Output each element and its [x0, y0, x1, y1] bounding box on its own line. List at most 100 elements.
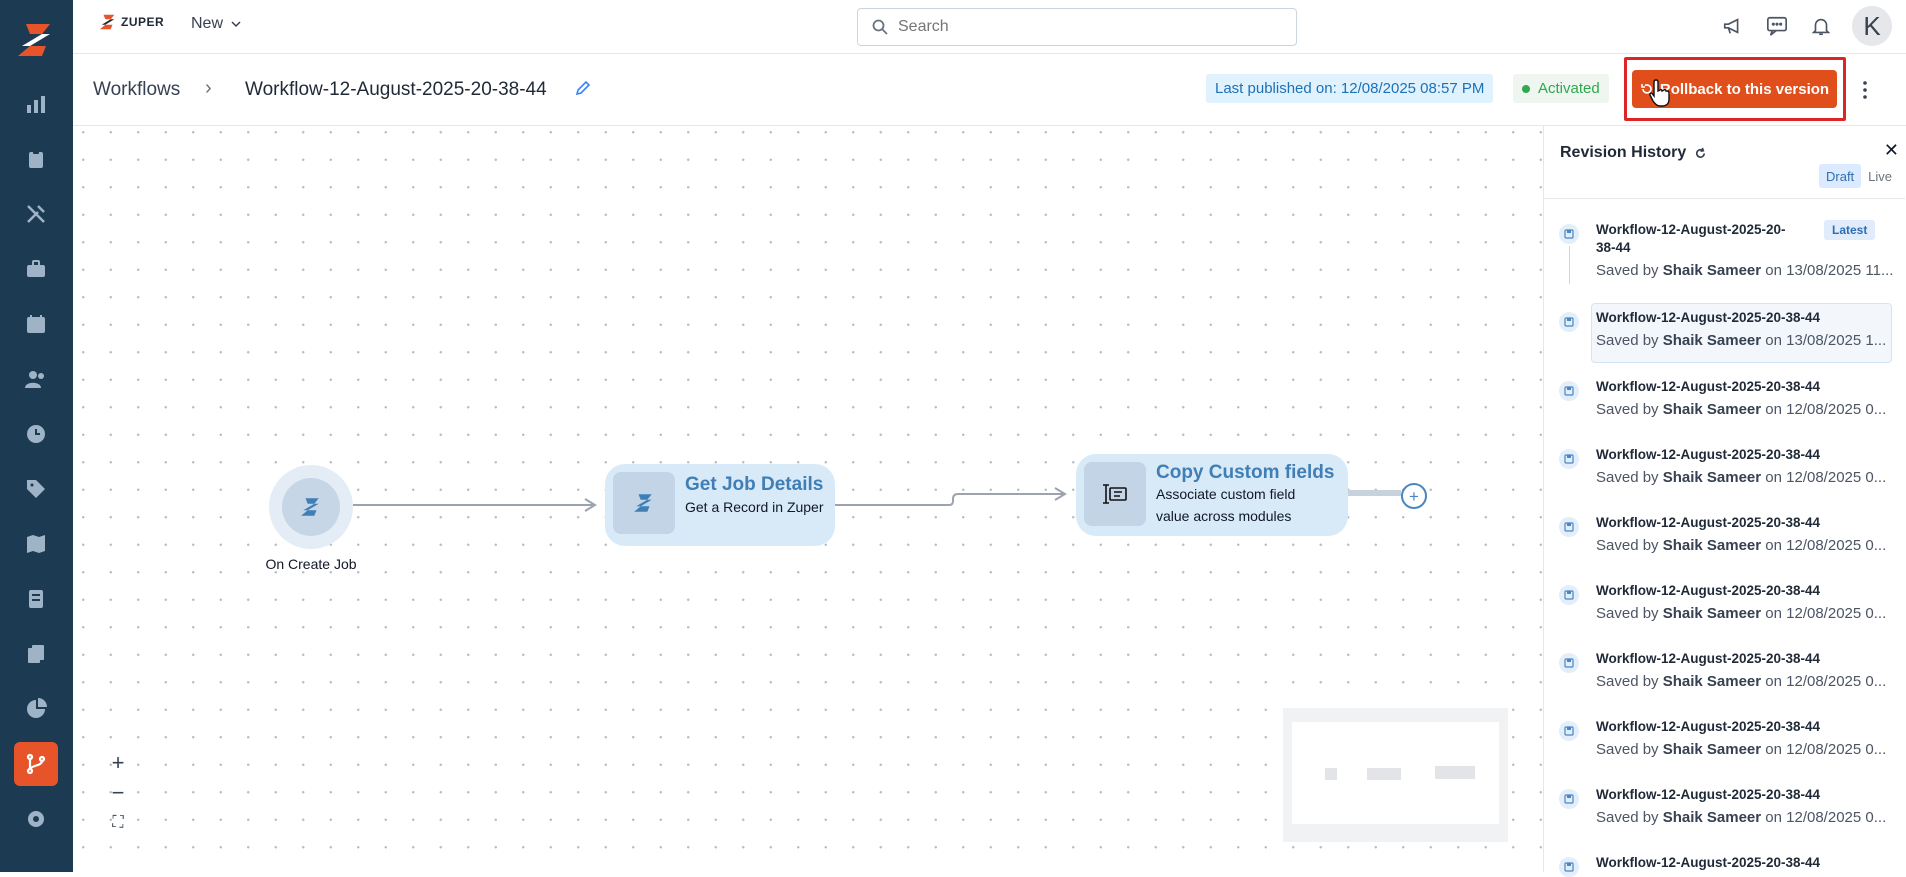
nav-users-icon[interactable] — [14, 357, 58, 401]
revision-item[interactable]: Workflow-12-August-2025-20-38-44 Saved b… — [1544, 583, 1906, 633]
megaphone-icon[interactable] — [1720, 13, 1746, 39]
status-dot — [1522, 84, 1530, 93]
revision-history-panel: Revision History ✕ Draft Live Workflow-1… — [1543, 126, 1906, 877]
highlight-frame — [1624, 57, 1846, 121]
tab-draft[interactable]: Draft — [1819, 164, 1862, 188]
new-menu-button[interactable]: New — [191, 15, 241, 33]
revision-item[interactable]: Workflow-12-August-2025-20- 38-44 Latest… — [1544, 220, 1906, 282]
revision-item[interactable]: Workflow-12-August-2025-20-38-44 — [1544, 855, 1906, 877]
top-bar: ZUPER New K — [73, 0, 1906, 54]
nav-documents-icon[interactable] — [14, 632, 58, 676]
revision-item-selected[interactable]: Workflow-12-August-2025-20-38-44 Saved b… — [1544, 303, 1906, 363]
revision-title: Workflow-12-August-2025-20-38-44 — [1596, 855, 1821, 870]
user-avatar[interactable]: K — [1852, 6, 1892, 46]
nav-calendar-icon[interactable] — [14, 302, 58, 346]
revision-date: on 12/08/2025 0... — [1761, 673, 1887, 690]
revision-meta: Saved by Shaik Sameer on 12/08/2025 0... — [1596, 605, 1886, 622]
nav-dashboard-icon[interactable] — [14, 82, 58, 126]
connectors — [353, 487, 1401, 512]
revision-date: on 13/08/2025 11... — [1761, 262, 1894, 279]
more-vertical-icon[interactable] — [1862, 80, 1868, 100]
nav-map-icon[interactable] — [14, 522, 58, 566]
revision-meta: Saved by Shaik Sameer on 12/08/2025 0... — [1596, 469, 1886, 486]
revision-item[interactable]: Workflow-12-August-2025-20-38-44 Saved b… — [1544, 787, 1906, 837]
revision-item[interactable]: Workflow-12-August-2025-20-38-44 Saved b… — [1544, 447, 1906, 497]
save-icon — [1559, 857, 1579, 877]
breadcrumb-current: Workflow-12-August-2025-20-38-44 — [245, 79, 547, 100]
minimap[interactable] — [1283, 708, 1508, 842]
divider — [1544, 198, 1905, 199]
revision-user: Shaik Sameer — [1662, 262, 1762, 279]
published-badge: Last published on: 12/08/2025 08:57 PM — [1206, 74, 1494, 103]
revision-date: on 12/08/2025 0... — [1761, 741, 1887, 758]
pencil-icon[interactable] — [575, 80, 591, 96]
revision-item[interactable]: Workflow-12-August-2025-20-38-44 Saved b… — [1544, 719, 1906, 769]
save-icon — [1559, 653, 1579, 673]
saved-by-text: Saved by — [1596, 673, 1663, 690]
search-box[interactable] — [857, 8, 1297, 46]
save-icon — [1559, 312, 1579, 332]
saved-by-text: Saved by — [1596, 332, 1663, 349]
history-icon — [1641, 84, 1652, 94]
search-input[interactable] — [898, 18, 1278, 36]
new-label: New — [191, 15, 224, 32]
published-text: Last published on: 12/08/2025 08:57 PM — [1215, 80, 1485, 97]
revision-date: on 12/08/2025 0... — [1761, 469, 1887, 486]
brand-name: ZUPER — [121, 15, 165, 29]
status-badge: Activated — [1513, 74, 1609, 103]
saved-by-text: Saved by — [1596, 262, 1663, 279]
trigger-label: On Create Job — [265, 556, 357, 572]
nav-reports-icon[interactable] — [14, 687, 58, 731]
revision-date: on 13/08/2025 1... — [1761, 332, 1887, 349]
zuper-logo-icon[interactable] — [16, 20, 56, 60]
nav-tag-icon[interactable] — [14, 467, 58, 511]
revision-item[interactable]: Workflow-12-August-2025-20-38-44 Saved b… — [1544, 515, 1906, 565]
trigger-node[interactable] — [269, 465, 353, 549]
panel-title: Revision History — [1560, 144, 1687, 161]
refresh-icon[interactable] — [1694, 147, 1707, 160]
save-icon — [1559, 789, 1579, 809]
nav-timesheet-icon[interactable] — [14, 412, 58, 456]
nav-invoice-icon[interactable] — [14, 577, 58, 621]
nav-tools-icon[interactable] — [14, 192, 58, 236]
revision-user: Shaik Sameer — [1662, 401, 1762, 418]
status-text: Activated — [1538, 80, 1600, 97]
revision-item[interactable]: Workflow-12-August-2025-20-38-44 Saved b… — [1544, 651, 1906, 701]
text-field-icon — [1103, 484, 1127, 504]
revision-title-line2: 38-44 — [1596, 240, 1631, 255]
panel-header: Revision History — [1560, 144, 1707, 162]
nav-settings-icon[interactable] — [14, 797, 58, 841]
revision-meta: Saved by Shaik Sameer on 12/08/2025 0... — [1596, 537, 1886, 554]
rollback-label: Rollback to this version — [1659, 80, 1830, 98]
sidebar — [0, 0, 73, 872]
get-job-details-node[interactable]: Get Job Details Get a Record in Zuper — [605, 464, 835, 546]
tab-live[interactable]: Live — [1868, 168, 1893, 184]
add-step-button[interactable]: + — [1401, 483, 1427, 509]
breadcrumb-workflows[interactable]: Workflows — [93, 79, 181, 100]
revision-user: Shaik Sameer — [1662, 537, 1762, 554]
workflow-header: Workflows › Workflow-12-August-2025-20-3… — [73, 54, 1906, 126]
close-icon[interactable]: ✕ — [1883, 140, 1899, 160]
node-icon-box — [613, 472, 675, 534]
revision-item[interactable]: Workflow-12-August-2025-20-38-44 Saved b… — [1544, 379, 1906, 429]
latest-badge: Latest — [1824, 220, 1876, 240]
fit-view-button[interactable]: ⛶ — [112, 814, 124, 831]
hand-cursor-icon — [1649, 79, 1670, 107]
revision-title-line1: Workflow-12-August-2025-20- — [1596, 222, 1786, 237]
bell-icon[interactable] — [1808, 13, 1834, 39]
nav-briefcase-icon[interactable] — [14, 247, 58, 291]
revision-title: Workflow-12-August-2025-20-38-44 — [1596, 719, 1821, 734]
revision-date: on 12/08/2025 0... — [1761, 809, 1887, 826]
revision-date: on 12/08/2025 0... — [1761, 605, 1887, 622]
chat-icon[interactable] — [1764, 13, 1790, 39]
zoom-out-button[interactable]: − — [111, 780, 125, 805]
revision-meta: Saved by Shaik Sameer on 13/08/2025 11..… — [1596, 262, 1893, 279]
save-icon — [1559, 224, 1579, 244]
zoom-in-button[interactable]: + — [111, 750, 125, 775]
brand-logo[interactable]: ZUPER — [99, 13, 164, 31]
copy-custom-fields-node[interactable]: Copy Custom fields Associate custom fiel… — [1076, 454, 1348, 536]
revision-meta: Saved by Shaik Sameer on 12/08/2025 0... — [1596, 741, 1886, 758]
nav-jobs-icon[interactable] — [14, 137, 58, 181]
workflow-canvas[interactable]: On Create Job Get Job Details Get a Reco… — [73, 126, 1543, 872]
nav-workflows-icon[interactable] — [14, 742, 58, 786]
